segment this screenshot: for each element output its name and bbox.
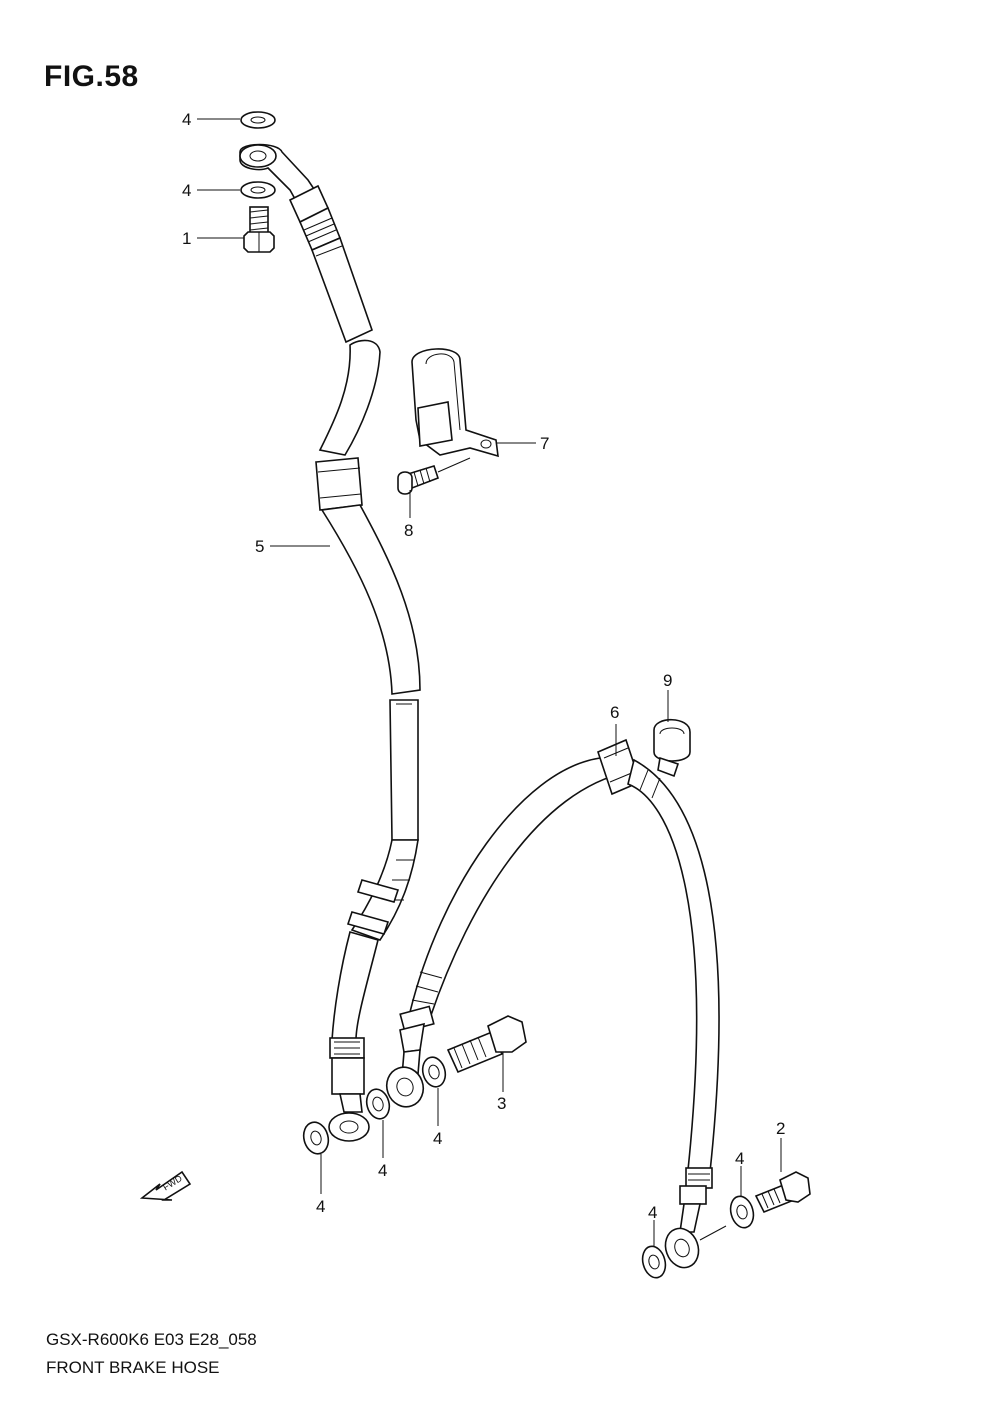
footer-model-code: GSX-R600K6 E03 E28_058 bbox=[46, 1330, 257, 1349]
part-banjo-upper[interactable] bbox=[239, 143, 320, 210]
callout-4-f: 4 bbox=[735, 1149, 744, 1168]
figure-title: FIG.58 bbox=[44, 60, 139, 93]
callout-4-mid: 4 bbox=[182, 181, 191, 200]
part-union-bolt-2[interactable] bbox=[754, 1171, 811, 1214]
callout-labels: 4 4 1 5 7 8 9 6 3 4 4 4 2 4 4 bbox=[182, 110, 785, 1222]
callout-4-c: 4 bbox=[433, 1129, 442, 1148]
callout-4-g: 4 bbox=[648, 1203, 657, 1222]
part-union-bolt-1[interactable] bbox=[243, 206, 275, 253]
callout-8: 8 bbox=[404, 521, 413, 540]
part-bolt-8[interactable] bbox=[397, 457, 471, 495]
part-union-bolt-3[interactable] bbox=[446, 1015, 527, 1074]
part-washer-lower-1[interactable] bbox=[300, 1119, 331, 1156]
callout-4-top: 4 bbox=[182, 110, 191, 129]
part-clip-9[interactable] bbox=[653, 719, 691, 778]
part-washer-lower-2[interactable] bbox=[363, 1087, 392, 1122]
callout-1: 1 bbox=[182, 229, 191, 248]
part-washer-right-1[interactable] bbox=[727, 1194, 757, 1231]
callout-4-e: 4 bbox=[316, 1197, 325, 1216]
callout-2: 2 bbox=[776, 1119, 785, 1138]
part-brake-hose-lower[interactable] bbox=[381, 738, 727, 1272]
part-washer-top[interactable] bbox=[240, 111, 276, 129]
callout-4-d: 4 bbox=[378, 1161, 387, 1180]
part-washer-mid[interactable] bbox=[240, 181, 276, 199]
part-brake-hose-upper[interactable] bbox=[288, 184, 421, 1142]
part-washer-right-2[interactable] bbox=[639, 1244, 669, 1281]
fwd-arrow-icon: FWD bbox=[139, 1170, 192, 1201]
callout-7: 7 bbox=[540, 434, 549, 453]
callout-5: 5 bbox=[255, 537, 264, 556]
part-hose-clamp-7[interactable] bbox=[411, 348, 499, 458]
callout-6: 6 bbox=[610, 703, 619, 722]
footer-diagram-name: FRONT BRAKE HOSE bbox=[46, 1358, 220, 1377]
callout-3: 3 bbox=[497, 1094, 506, 1113]
callout-9: 9 bbox=[663, 671, 672, 690]
part-washer-lower-3[interactable] bbox=[419, 1055, 448, 1090]
leader-lines bbox=[197, 118, 782, 1246]
